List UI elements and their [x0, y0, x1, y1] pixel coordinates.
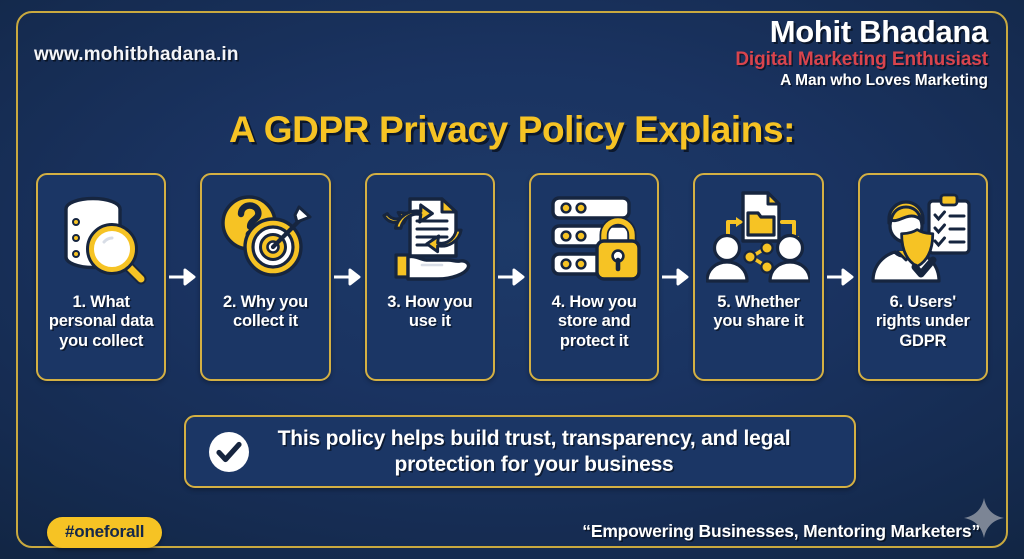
step-card-6[interactable]: 6. Users' rights under GDPR	[857, 173, 988, 381]
step-card-5[interactable]: 5. Whether you share it	[693, 173, 824, 381]
page-title: A GDPR Privacy Policy Explains:	[228, 109, 796, 150]
document-hand-icon	[373, 185, 487, 289]
step-card-3-label: 3. How you use it	[387, 293, 473, 331]
arrow-right-icon-4	[659, 173, 693, 381]
check-circle-icon	[208, 431, 250, 473]
database-magnifier-icon	[44, 185, 158, 289]
arrow-right-icon-1	[166, 173, 200, 381]
step-card-3[interactable]: 3. How you use it	[364, 173, 495, 381]
server-lock-icon	[537, 185, 651, 289]
sparkle-diamond-icon	[962, 496, 1006, 545]
step-card-4[interactable]: 4. How you store and protect it	[528, 173, 660, 381]
arrow-right-icon-5	[824, 173, 858, 381]
hashtag-badge[interactable]: #oneforall	[47, 517, 163, 548]
site-url: www.mohitbhadana.in	[34, 44, 239, 65]
arrow-right-icon-2	[331, 173, 365, 381]
step-card-6-label: 6. Users' rights under GDPR	[875, 293, 970, 350]
question-target-icon	[208, 185, 322, 289]
summary-callout: This policy helps build trust, transpare…	[184, 415, 856, 488]
people-share-icon	[701, 185, 815, 289]
step-card-4-label: 4. How you store and protect it	[551, 293, 637, 350]
step-card-2-label: 2. Why you collect it	[222, 293, 309, 331]
step-card-2[interactable]: 2. Why you collect it	[200, 173, 331, 381]
arrow-right-icon-3	[495, 173, 529, 381]
step-card-5-label: 5. Whether you share it	[713, 293, 804, 331]
summary-callout-text: This policy helps build trust, transpare…	[277, 426, 791, 476]
step-card-1-label: 1. What personal data you collect	[48, 293, 154, 350]
person-shield-checklist-icon	[866, 185, 980, 289]
steps-row: 1. What personal data you collect	[36, 173, 988, 381]
brand-tagline: Digital Marketing Enthusiast	[735, 48, 988, 70]
brand-subtitle: A Man who Loves Marketing	[780, 72, 988, 90]
step-card-1[interactable]: 1. What personal data you collect	[36, 173, 167, 381]
footer-quote: “Empowering Businesses, Mentoring Market…	[582, 521, 980, 541]
brand-name: Mohit Bhadana	[769, 14, 989, 49]
brand-block: Mohit Bhadana Digital Marketing Enthusia…	[735, 14, 989, 91]
